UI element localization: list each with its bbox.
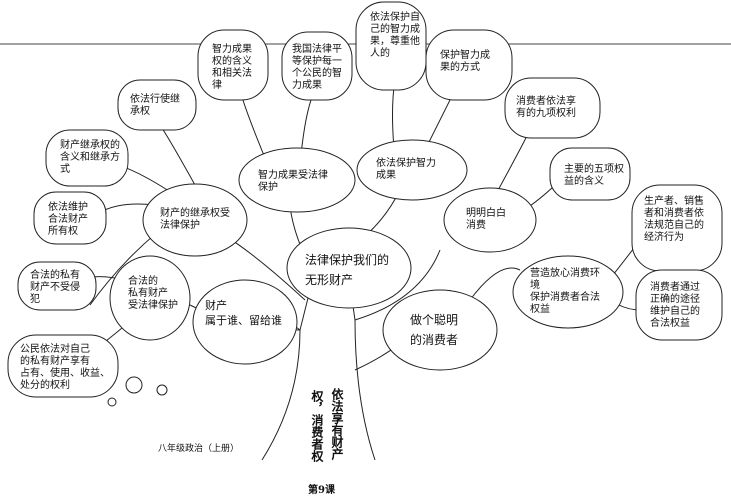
exercise-inheritance-label: 依法行使继承权 [130, 94, 180, 117]
center-label: 法律保护我们的无形财产 [305, 253, 390, 287]
protect-ip-label: 依法保护智力成果 [376, 158, 436, 181]
leaf-cloud [549, 147, 631, 201]
private-property-label: 合法的私有财产受法律保护 [128, 276, 178, 311]
branch-line [354, 249, 441, 321]
safe-consumer-node [512, 255, 624, 329]
channels-label: 消费者通过正确的途径维护自己的合法权益 [650, 282, 700, 329]
inheritance-node [142, 183, 248, 257]
book-footer: 八年级政治（上册） [158, 444, 240, 454]
inheritance-label: 财产的继承权受法律保护 [160, 208, 230, 231]
ip-meaning-label: 智力成果权的含义和相关法律 [212, 44, 252, 91]
private-property-node [109, 255, 191, 341]
respect-others-label: 依法保护自己的智力成果，尊重他人的 [370, 12, 420, 59]
leaf-cloud [355, 1, 427, 91]
branch-line [159, 124, 196, 186]
civic-rights-label: 公民依法对自己的私有财产享有占有、使用、收益、处分的权利 [20, 344, 110, 391]
ip-label: 智力成果受法律保护 [258, 170, 328, 193]
safe-consumer-label: 营造放心消费环境保护消费者合法权益 [530, 268, 600, 315]
regulate-label: 生产者、销售者和消费者依法规范自己的经济行为 [644, 196, 704, 243]
branch-line [469, 267, 521, 301]
leaf-cloud [425, 29, 513, 101]
ip-node [238, 147, 356, 213]
leaf-cloud [281, 31, 353, 101]
property-label: 财产属于谁、留给谁 [205, 299, 282, 327]
trunk-left-edge [261, 249, 321, 461]
leaf-cloud [197, 29, 269, 101]
clear-consumer-node [443, 187, 537, 253]
legal-property-label: 依法维护合法财产所有权 [48, 202, 88, 237]
leaf-cloud [117, 79, 197, 131]
property-node [192, 279, 298, 365]
protect-ip-node [356, 139, 468, 201]
nine-rights-label: 消费者依法享有的九项权利 [516, 96, 576, 119]
center-node [286, 227, 412, 309]
smart-consumer-label: 做个聪明的消费者 [410, 313, 459, 347]
clear-consumer-label: 明明白白消费 [466, 208, 506, 231]
ways-protect-label: 保护智力成果的方式 [440, 50, 490, 73]
trunk-label-right: 依法享有财产 [330, 388, 344, 460]
leaf-cloud [7, 334, 119, 398]
leaf-cloud [33, 191, 107, 245]
leaf-cloud [635, 269, 723, 341]
consumer-node [382, 289, 498, 371]
lesson-number: 第9课 [308, 485, 335, 496]
bubble [156, 384, 168, 396]
equal-protection-label: 我国法律平等保护每一个公民的智力成果 [292, 44, 342, 91]
trunk-right-edge [344, 249, 376, 461]
private-not-violated-label: 合法的私有财产不受侵犯 [30, 270, 80, 305]
five-rights-label: 主要的五项权益的含义 [564, 164, 624, 187]
leaf-cloud [17, 261, 97, 311]
trunk-label-left: 权，消费者权 [310, 390, 324, 462]
inheritance-meaning-label: 财产继承权的含义和继承方式 [60, 140, 120, 175]
bubble [107, 397, 117, 407]
leaf-cloud [504, 77, 601, 139]
bubble [125, 376, 143, 394]
leaf-cloud [45, 129, 129, 187]
